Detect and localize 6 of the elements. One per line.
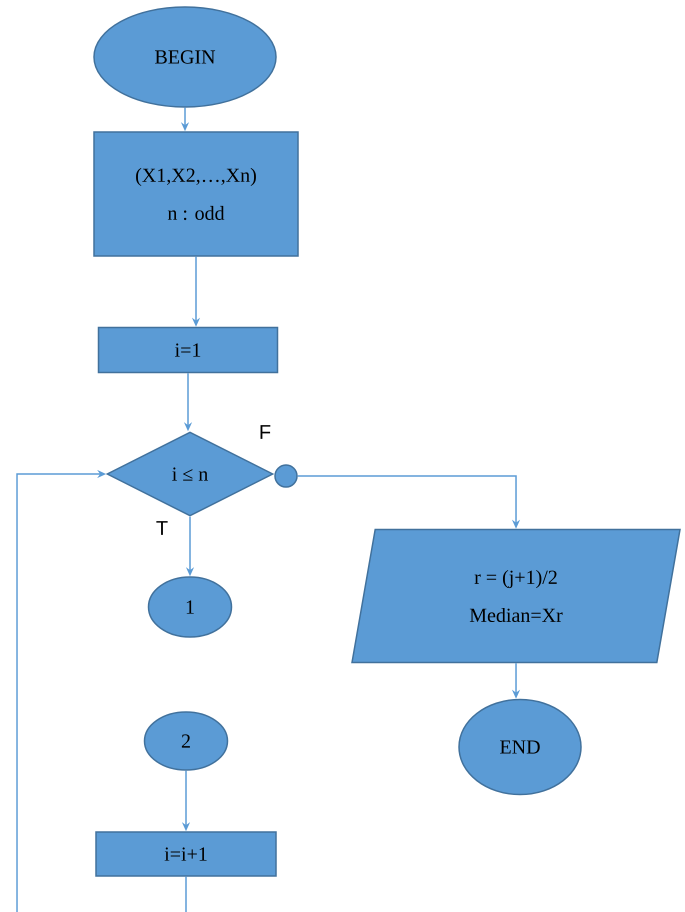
- io-parallelogram: r = (j+1)/2 Median=Xr: [351, 528, 681, 664]
- process-box: i=1: [98, 326, 278, 374]
- junction-dot: [274, 464, 298, 488]
- process-box: i=i+1: [95, 831, 277, 877]
- edge-label: T: [156, 521, 168, 535]
- process-box: (X1,X2,…,Xn) n : odd: [93, 131, 299, 257]
